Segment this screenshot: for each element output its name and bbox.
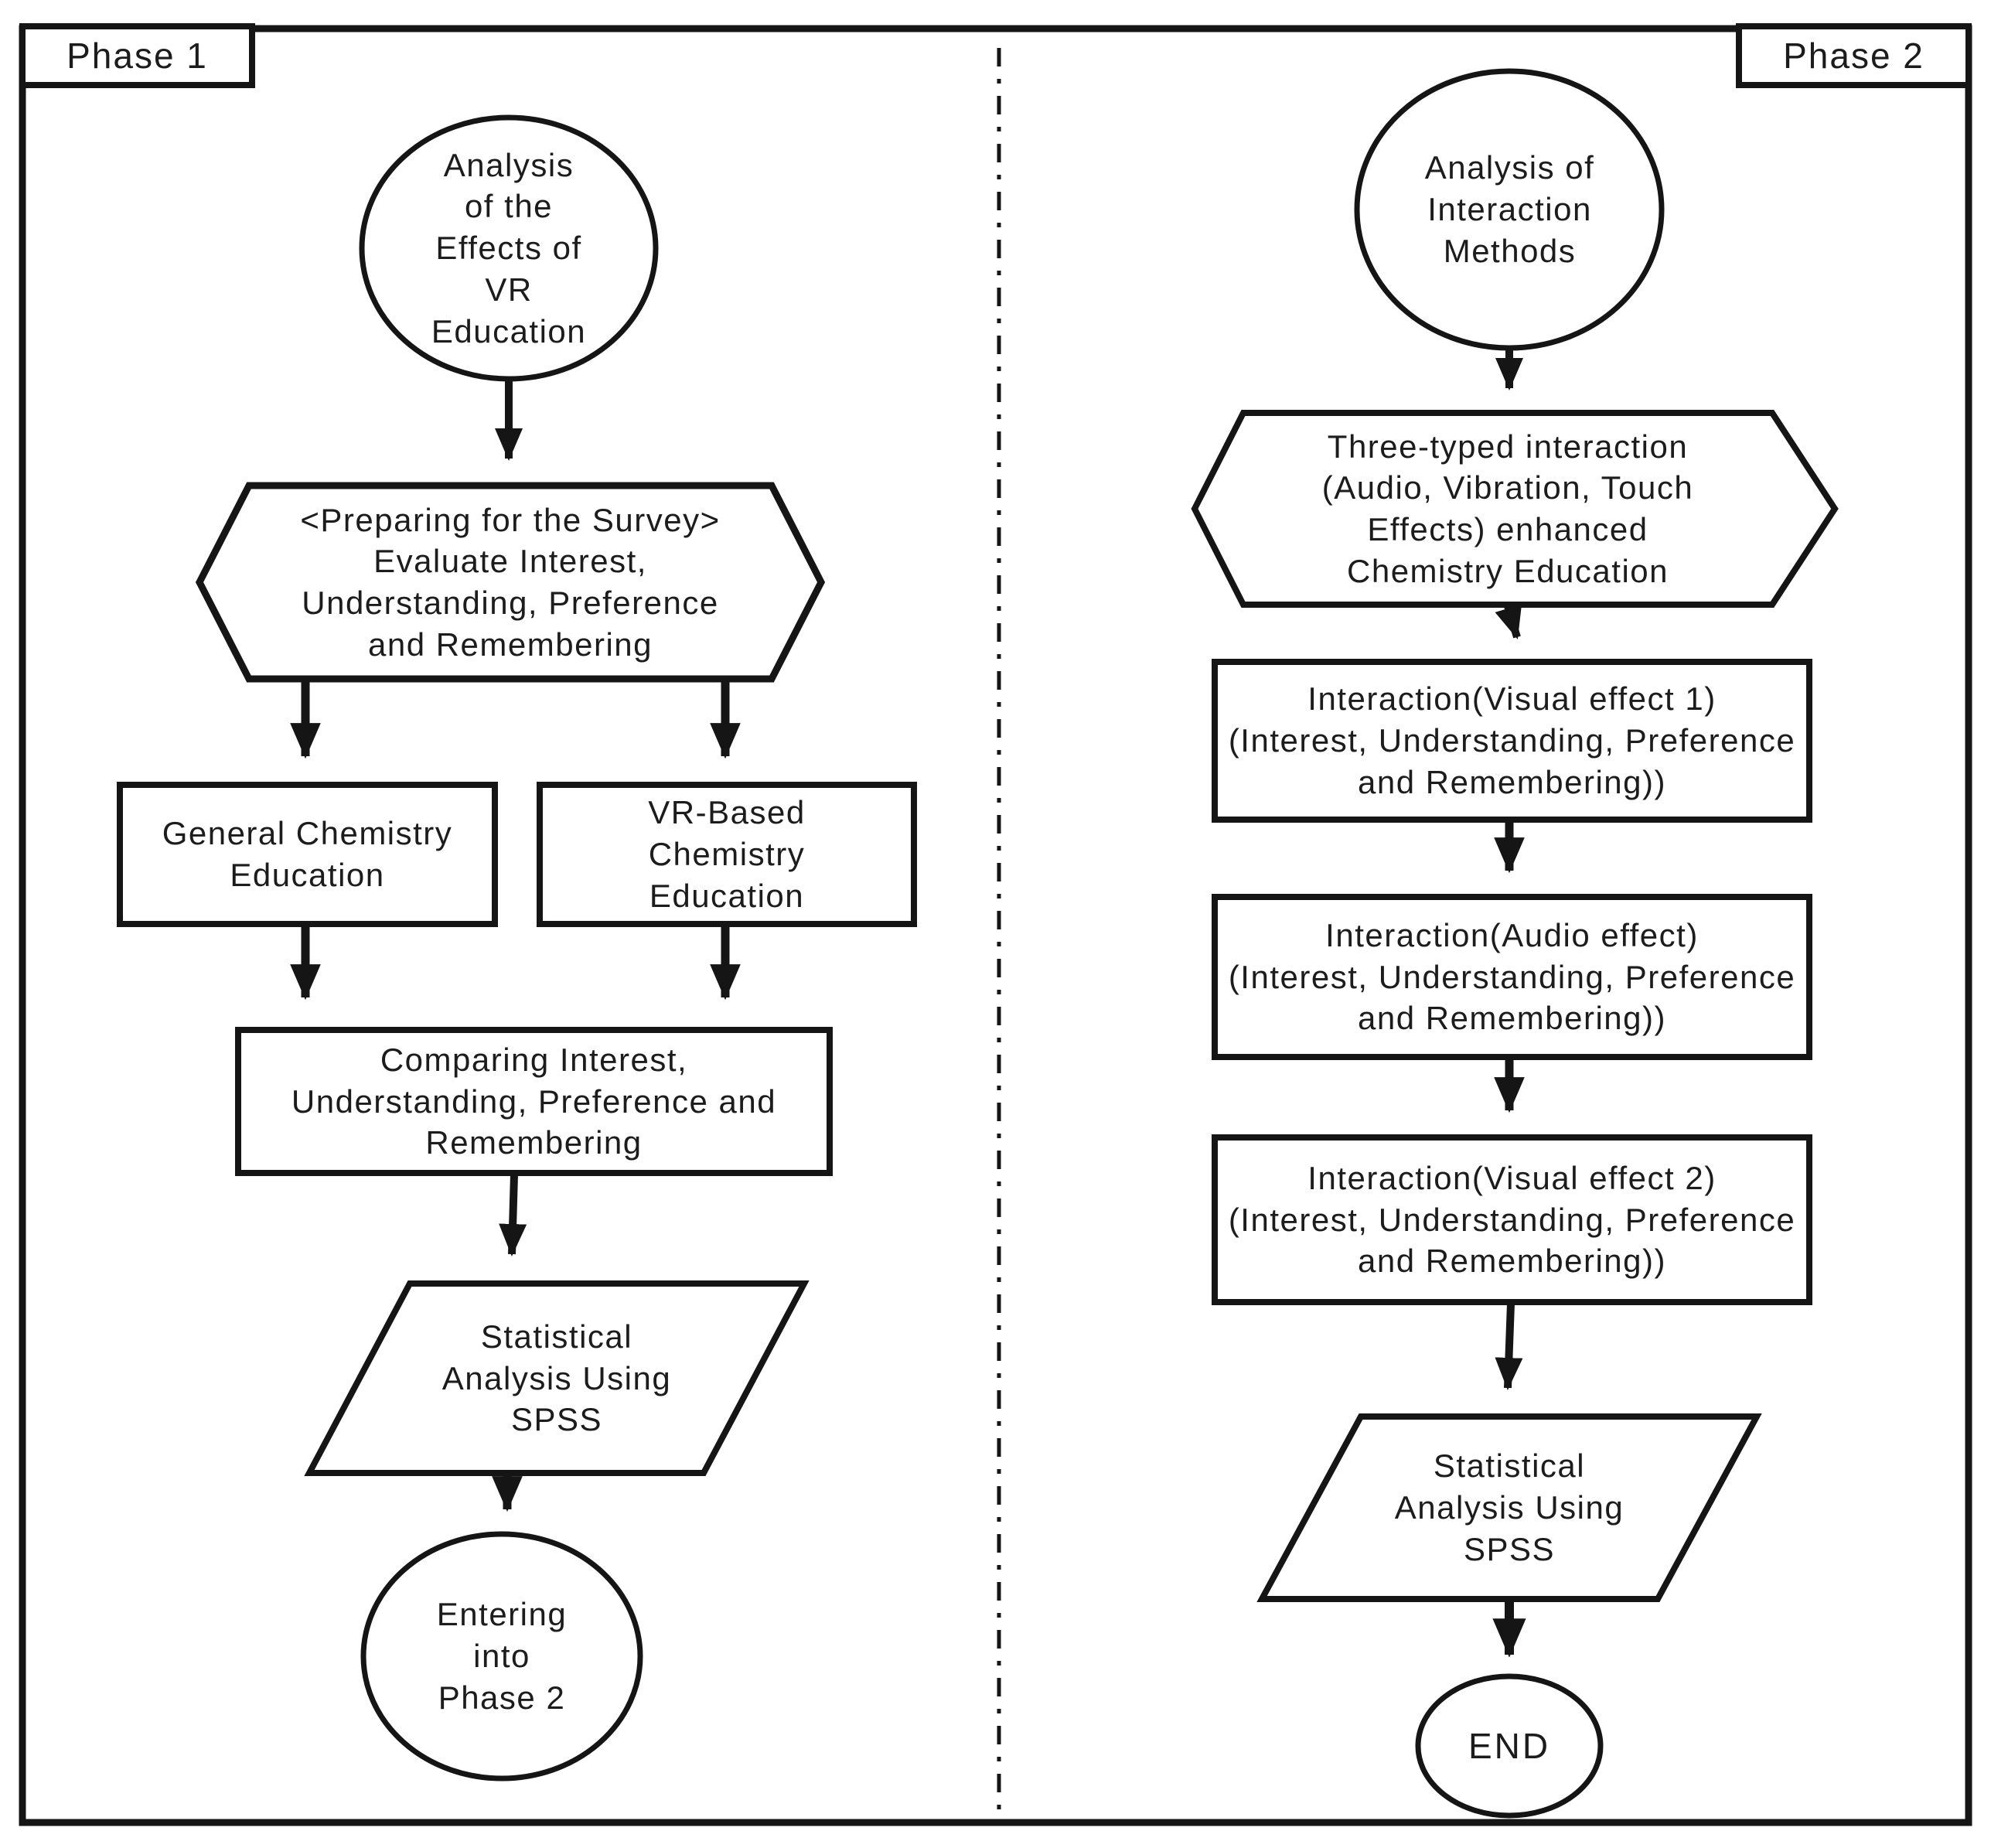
arrow-p1-comparing-to-spss xyxy=(499,1174,527,1256)
phase1-vr-box xyxy=(537,782,917,927)
phase1-start-circle-text: Analysis of the Effects of VR Education xyxy=(431,146,587,349)
phase1-hexagon-text: <Preparing for the Survey> Evaluate Inte… xyxy=(300,501,721,663)
phase2-start-circle-text: Analysis of Interaction Methods xyxy=(1424,149,1595,269)
phase2-box1 xyxy=(1212,659,1812,823)
phase1-comparing-box-text: Comparing Interest, Understanding, Prefe… xyxy=(291,1041,777,1161)
phase1-parallelogram-text: Statistical Analysis Using SPSS xyxy=(441,1318,672,1438)
phase1-end-ellipse xyxy=(360,1531,643,1782)
phase2-parallelogram-text: Statistical Analysis Using SPSS xyxy=(1394,1447,1625,1567)
phase2-box3 xyxy=(1212,1134,1812,1305)
phase2-box2 xyxy=(1212,894,1812,1060)
phase1-end-circle-text: Entering into Phase 2 xyxy=(436,1596,568,1716)
phase2-label-box xyxy=(1736,23,1972,88)
phase1-general-box xyxy=(117,782,498,927)
phase2-hexagon xyxy=(1191,410,1839,608)
phase2-parallelogram xyxy=(1256,1413,1762,1602)
phase2-end-circle-text: END xyxy=(1468,1725,1551,1766)
phase2-label: Phase 2 xyxy=(1783,35,1925,76)
arrow-p2-hexagon-to-box1 xyxy=(1495,604,1522,639)
phase1-label: Phase 1 xyxy=(66,35,208,76)
phase2-end-ellipse xyxy=(1415,1673,1604,1819)
phase1-parallelogram xyxy=(304,1280,810,1476)
phase2-box2-text: Interaction(Audio effect) (Interest, Und… xyxy=(1228,916,1796,1037)
phase1-vr-box-text: VR-Based Chemistry Education xyxy=(648,794,806,914)
phase2-box1-text: Interaction(Visual effect 1) (Interest, … xyxy=(1228,680,1796,800)
phase1-comparing-box xyxy=(235,1027,833,1176)
phase2-box3-text: Interaction(Visual effect 2) (Interest, … xyxy=(1228,1159,1796,1280)
phase2-hexagon-text: Three-typed interaction (Audio, Vibratio… xyxy=(1321,428,1694,589)
phase1-hexagon xyxy=(195,482,826,683)
arrow-p2-box3-to-spss xyxy=(1495,1303,1523,1390)
outer-border xyxy=(19,25,1972,1826)
phase1-start-ellipse xyxy=(359,114,659,382)
phase1-general-box-text: General Chemistry Education xyxy=(162,815,453,893)
phase1-label-box xyxy=(19,23,255,88)
phase2-start-ellipse xyxy=(1354,68,1665,351)
